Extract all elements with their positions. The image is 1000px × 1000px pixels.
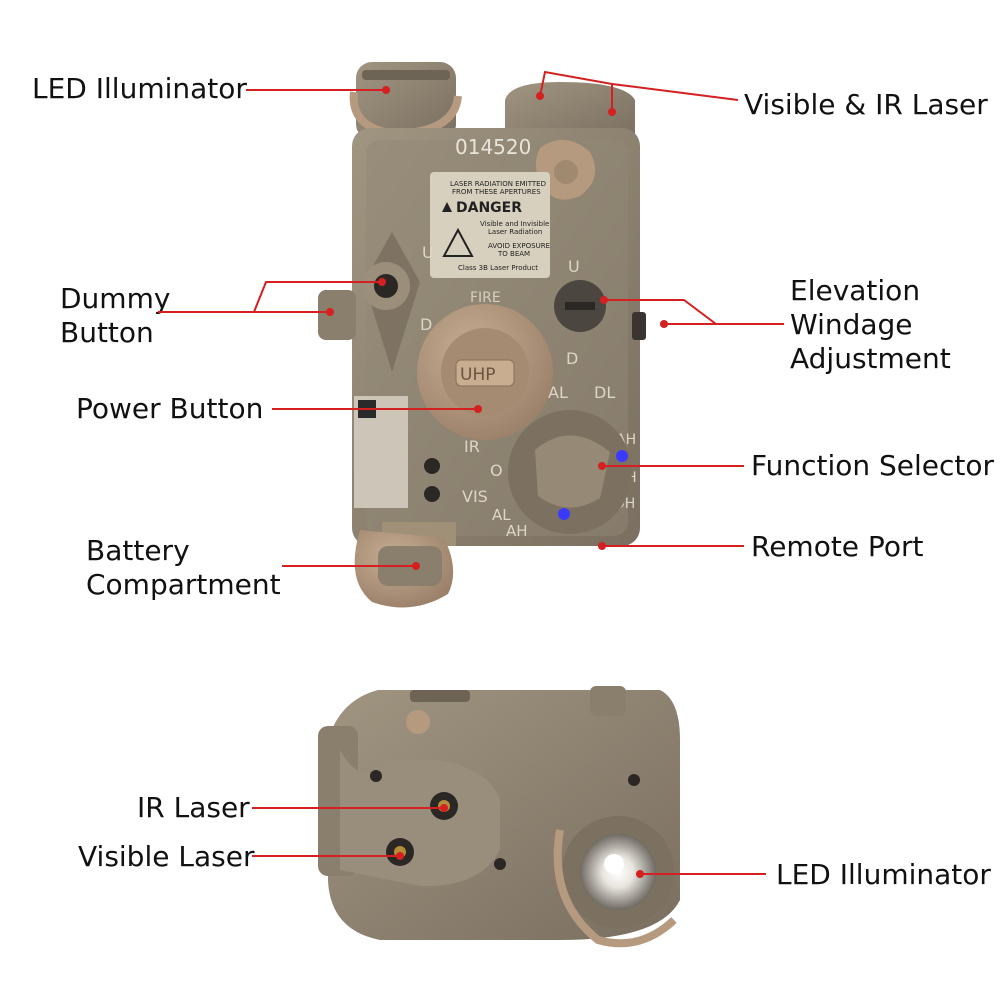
mode-al-bottom: AL xyxy=(492,506,511,524)
warning-plate xyxy=(430,172,550,278)
callout-led-illuminator-bottom-dot xyxy=(636,870,644,878)
led-illuminator-knob xyxy=(356,62,456,140)
callout-dummy-button xyxy=(158,281,382,313)
selector-led-2 xyxy=(558,508,570,520)
led-lens xyxy=(580,834,656,910)
callout-visible-ir-laser-2-dot xyxy=(608,108,616,116)
function-selector xyxy=(508,410,632,534)
callout-dummy-button-dot xyxy=(378,278,386,286)
aperture-housing xyxy=(505,82,635,140)
callout-power-button-dot xyxy=(474,405,482,413)
label-function-selector: Function Selector xyxy=(751,449,995,482)
warning-line4: Laser Radiation xyxy=(488,228,542,236)
label-led-illuminator-top: LED Illuminator xyxy=(32,72,247,105)
left-adjuster xyxy=(362,262,410,310)
right-up-text: U xyxy=(568,257,580,276)
mode-ir: IR xyxy=(464,437,480,456)
label-remote-port: Remote Port xyxy=(751,530,924,563)
mode-vis: VIS xyxy=(462,487,488,506)
left-up-text: U xyxy=(422,243,434,262)
warning-line6: TO BEAM xyxy=(497,250,530,258)
mode-ah: AH xyxy=(616,432,636,448)
label-line: Battery xyxy=(86,534,190,567)
callout-remote-port-dot xyxy=(598,542,606,550)
mode-al: AL xyxy=(548,383,568,402)
callout-visible-ir-laser xyxy=(539,70,739,101)
label-battery-compartment: Battery Compartment xyxy=(86,534,281,602)
dummy-button-knob xyxy=(318,290,356,340)
selector-led-1 xyxy=(616,450,628,462)
visible-laser-aperture xyxy=(386,838,414,866)
mode-dh: DH xyxy=(614,496,635,512)
warning-line1: LASER RADIATION EMITTED xyxy=(450,180,546,188)
aperture-cap xyxy=(535,139,596,200)
info-sticker xyxy=(354,396,408,508)
laser-face xyxy=(340,750,500,887)
fire-text: FIRE xyxy=(470,290,501,306)
main-body xyxy=(352,128,640,546)
power-button xyxy=(417,304,553,440)
bottom-device xyxy=(318,686,680,948)
mode-dl: DL xyxy=(594,383,615,402)
callout-dummy-button-2-dot xyxy=(326,308,334,316)
label-led-illuminator-bottom: LED Illuminator xyxy=(776,858,991,891)
callout-elevation-dot xyxy=(600,296,608,304)
elevation-knob xyxy=(554,280,606,332)
callout-elevation xyxy=(604,299,784,325)
warning-line5: AVOID EXPOSURE xyxy=(488,242,550,250)
label-power-button: Power Button xyxy=(76,392,264,425)
battery-cap xyxy=(354,530,454,608)
callout-led-illuminator-top-dot xyxy=(382,86,390,94)
left-down-text: D xyxy=(420,315,432,334)
warning-line2: FROM THESE APERTURES xyxy=(452,188,541,196)
callout-ir-laser-dot xyxy=(440,804,448,812)
warning-danger: DANGER xyxy=(456,200,522,216)
label-line: Elevation xyxy=(790,274,921,307)
label-line: Windage xyxy=(790,308,913,341)
warning-line7: Class 3B Laser Product xyxy=(458,264,538,272)
bottom-body xyxy=(328,690,680,940)
label-dummy-button: Dummy Button xyxy=(60,282,170,350)
label-line: Compartment xyxy=(86,568,281,601)
label-ir-laser: IR Laser xyxy=(137,791,250,824)
label-line: Button xyxy=(60,316,154,349)
callout-visible-laser-dot xyxy=(396,852,404,860)
ir-laser-aperture xyxy=(430,792,458,820)
callout-windage-dot xyxy=(660,320,668,328)
uhp-text: UHP xyxy=(460,365,495,385)
right-down-text: D xyxy=(566,349,578,368)
label-visible-laser: Visible Laser xyxy=(78,840,255,873)
mode-ih: IH xyxy=(622,470,637,486)
mode-ah-bottom: AH xyxy=(506,522,528,540)
callout-function-selector-dot xyxy=(598,462,606,470)
warning-line3: Visible and Invisible xyxy=(480,220,549,228)
label-line: Dummy xyxy=(60,282,171,315)
serial-text: 014520 xyxy=(455,135,531,159)
led-strap xyxy=(349,91,462,139)
callout-visible-ir-laser-dot xyxy=(536,92,544,100)
callout-battery-dot xyxy=(412,562,420,570)
led-illuminator-bottom xyxy=(562,816,674,928)
mode-off: O xyxy=(490,461,503,480)
label-visible-ir-laser: Visible & IR Laser xyxy=(744,88,988,121)
label-elevation-windage: Elevation Windage Adjustment xyxy=(790,274,951,376)
label-line: Adjustment xyxy=(790,342,951,375)
top-device: 014520 LASER RADIATION EMITTED FROM THES… xyxy=(318,62,646,608)
